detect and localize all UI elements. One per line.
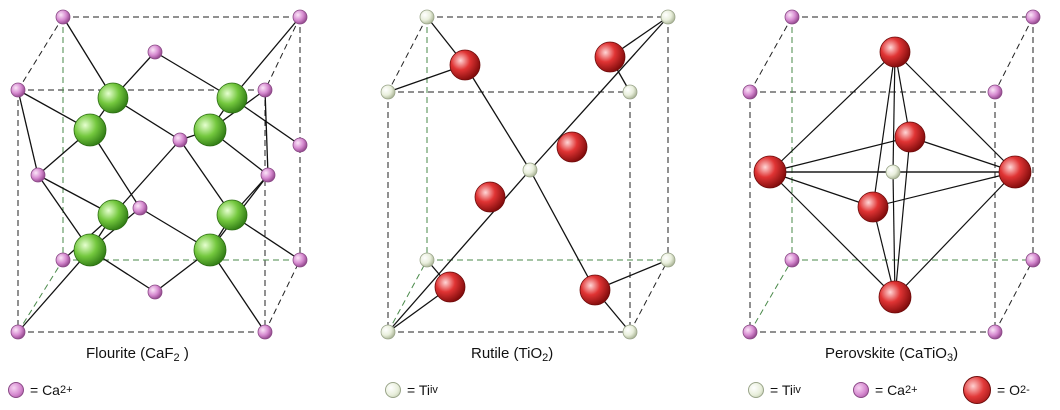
legend-charge: 2- (1019, 384, 1030, 396)
legend-charge: iv (792, 384, 801, 396)
f-ion-icon (97, 199, 129, 231)
ca-ion-icon (742, 84, 758, 100)
ca-ion-icon (257, 324, 273, 340)
ti-ion-icon (660, 252, 676, 268)
f-ion-icon (216, 82, 248, 114)
ti-ion-icon (385, 382, 401, 398)
ca-ion-icon (853, 382, 869, 398)
ca-ion-icon (10, 82, 26, 98)
o-ion-icon (894, 121, 926, 153)
ca-ion-icon (987, 324, 1003, 340)
ca-ion-icon (260, 167, 276, 183)
f-ion-icon (193, 233, 227, 267)
ca-ion-icon (1025, 252, 1041, 268)
ti-ion-icon (660, 9, 676, 25)
ca-ion-icon (55, 252, 71, 268)
o-ion-icon (857, 191, 889, 223)
ca-ion-icon (257, 82, 273, 98)
ti-ion-icon (622, 84, 638, 100)
f-ion-icon (97, 82, 129, 114)
legend-label: = Ti (770, 382, 793, 398)
ca-ion-icon (784, 9, 800, 25)
o-ion-icon (474, 181, 506, 213)
flourite-ca-ions (10, 9, 308, 340)
ca-ion-icon (987, 84, 1003, 100)
flourite-caption-text: Flourite (CaF (86, 345, 174, 362)
flourite-f-ions (73, 82, 248, 267)
ca-ion-icon (292, 137, 308, 153)
perovskite-structure (742, 9, 1041, 340)
ca-ion-icon (292, 252, 308, 268)
o-ion-icon (579, 274, 611, 306)
rutile-caption-tail: ) (548, 345, 554, 362)
perovskite-cube-edges (749, 16, 1034, 333)
flourite-bonds (17, 16, 301, 333)
o-ion-icon (879, 36, 911, 68)
o-ion-icon (753, 155, 787, 189)
ca-ion-icon (8, 382, 24, 398)
o-ion-icon (998, 155, 1032, 189)
ti-ion-icon (380, 324, 396, 340)
o-ion-icon (449, 49, 481, 81)
o-ion-icon (556, 131, 588, 163)
perovskite-caption-subscript: 3 (946, 352, 954, 364)
o-ion-icon (594, 41, 626, 73)
legend-charge: 2+ (904, 384, 918, 396)
ti-ion-icon (380, 84, 396, 100)
ca-ion-icon (147, 44, 163, 60)
perovskite-caption: Perovskite (CaTiO3) (825, 345, 958, 364)
ca-ion-icon (132, 200, 148, 216)
flourite-caption-subscript: 2 (173, 352, 180, 364)
f-ion-icon (73, 233, 107, 267)
perovskite-caption-tail: ) (953, 345, 959, 362)
ti-ion-icon (748, 382, 764, 398)
ti-ion-icon (419, 9, 435, 25)
legend-label: = Ca (875, 382, 905, 398)
rutile-ti-ions (380, 9, 676, 340)
f-ion-icon (73, 113, 107, 147)
rutile-structure (380, 9, 676, 340)
ti-ion-icon (419, 252, 435, 268)
ca-ion-icon (784, 252, 800, 268)
perovskite-ti-ions (885, 164, 901, 180)
ca-ion-icon (172, 132, 188, 148)
perovskite-o-ions (753, 36, 1032, 314)
o-ion-icon (434, 271, 466, 303)
rutile-o-ions (434, 41, 626, 306)
flourite-caption: Flourite (CaF2 ) (86, 345, 189, 364)
o-ion-icon (878, 280, 912, 314)
ti-ion-icon (522, 162, 538, 178)
ca-ion-icon (30, 167, 46, 183)
legend-label: = Ti (407, 382, 430, 398)
ca-ion-icon (10, 324, 26, 340)
ca-ion-icon (55, 9, 71, 25)
perovskite-ca-ions (742, 9, 1041, 340)
legend-charge: iv (429, 384, 438, 396)
ca-ion-icon (742, 324, 758, 340)
legend-label: = O (997, 382, 1020, 398)
perovskite-caption-text: Perovskite (CaTiO (825, 345, 947, 362)
o-ion-icon (963, 376, 991, 404)
f-ion-icon (193, 113, 227, 147)
rutile-caption: Rutile (TiO2) (471, 345, 553, 364)
flourite-structure (10, 9, 308, 340)
rutile-caption-text: Rutile (TiO (471, 345, 543, 362)
rutile-cube-edges (387, 16, 669, 333)
ca-ion-icon (1025, 9, 1041, 25)
ca-ion-icon (292, 9, 308, 25)
legend-charge: 2+ (59, 384, 73, 396)
ti-ion-icon (622, 324, 638, 340)
rutile-caption-subscript: 2 (542, 352, 549, 364)
legend-label: = Ca (30, 382, 60, 398)
flourite-caption-tail: ) (179, 345, 189, 362)
ti-ion-icon (885, 164, 901, 180)
f-ion-icon (216, 199, 248, 231)
ca-ion-icon (147, 284, 163, 300)
